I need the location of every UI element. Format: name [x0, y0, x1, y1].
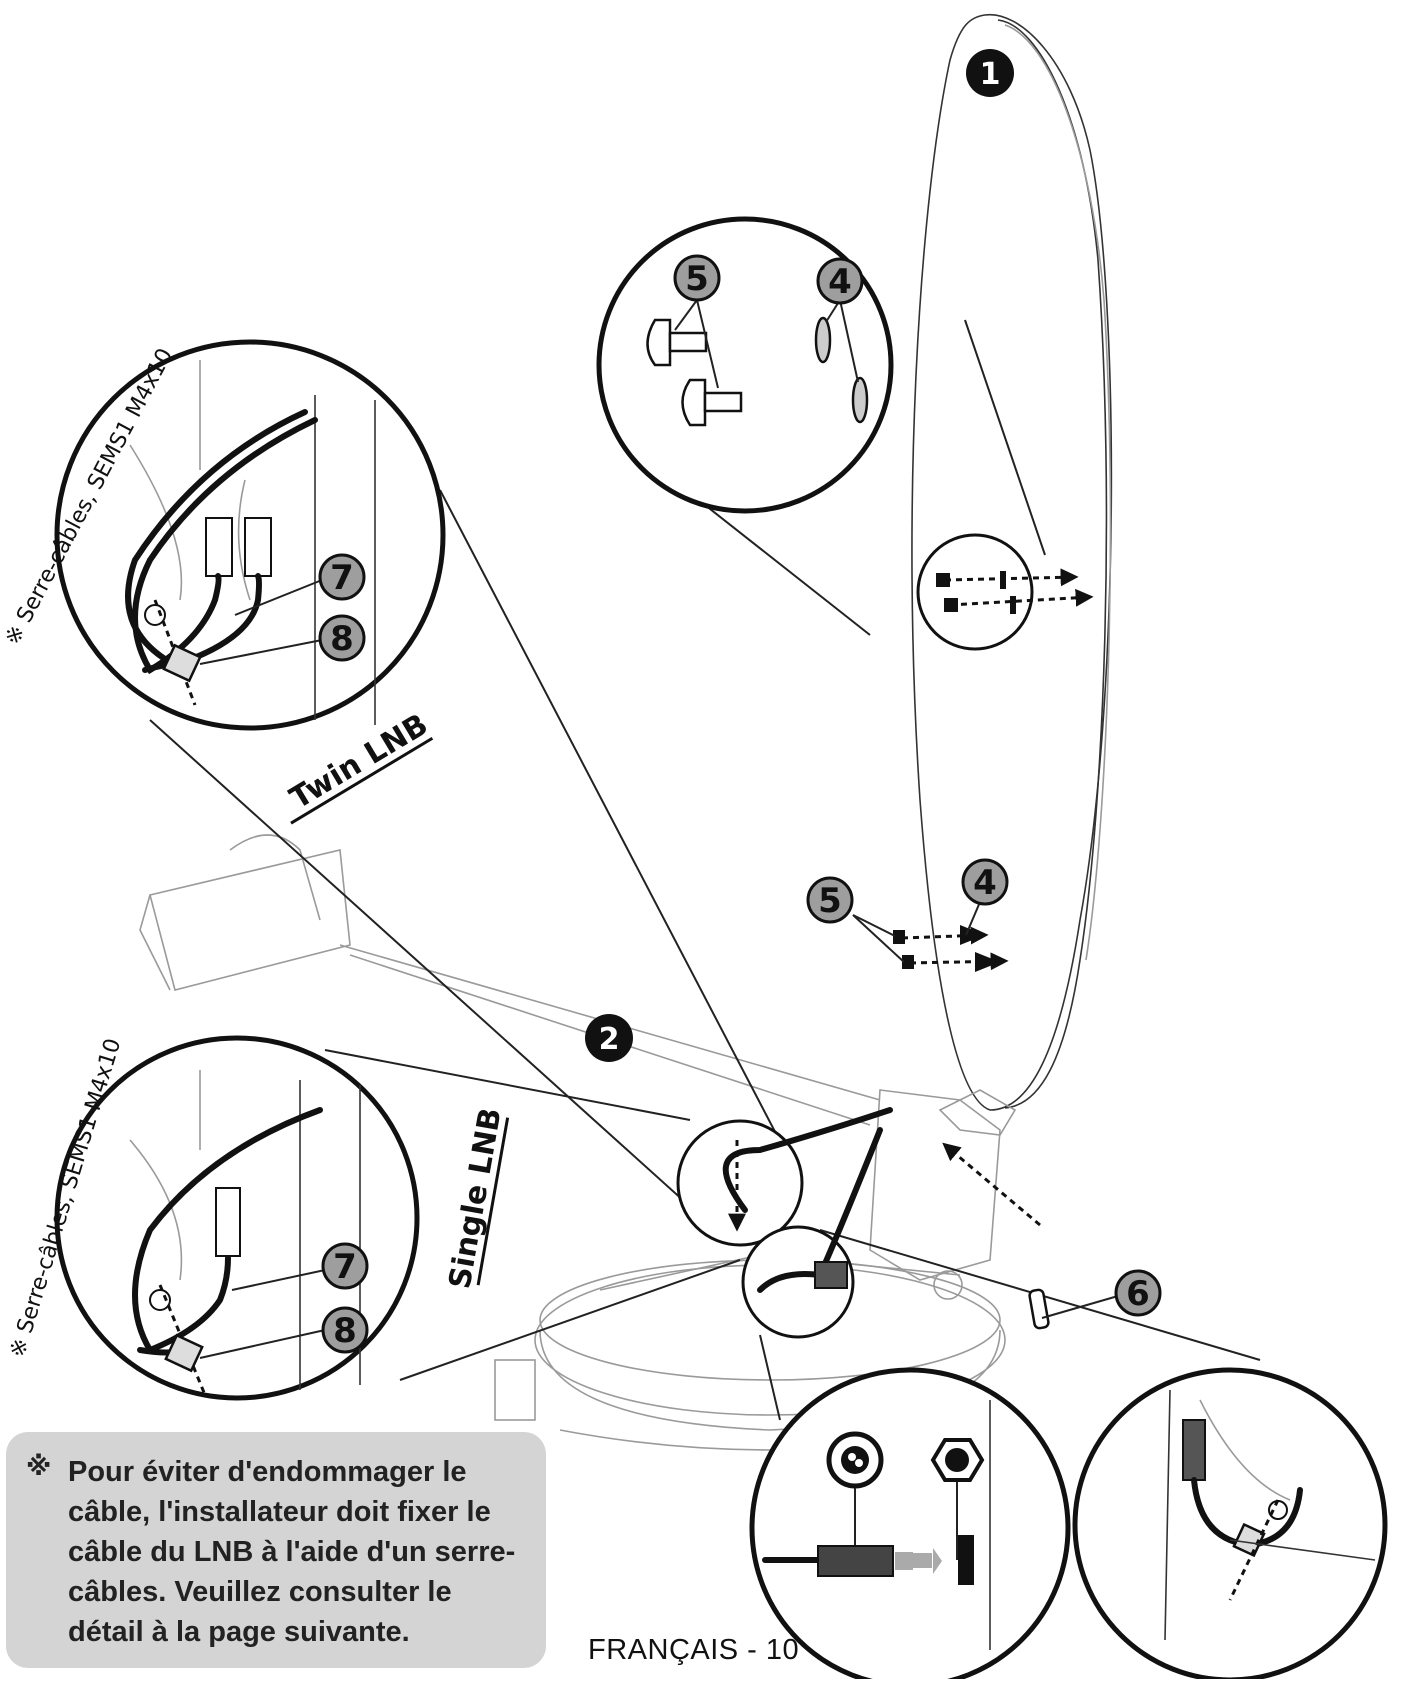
callout-4-top: 4: [816, 257, 864, 305]
twin-lnb-inset: 7 8 Twin LNB ※ Serre-câbles, SEMS1 M4x10: [0, 339, 446, 825]
svg-text:4: 4: [828, 262, 852, 302]
svg-text:1: 1: [980, 57, 1001, 92]
dish-mount-detail: [916, 533, 1094, 651]
callout-8-single: 8: [321, 1306, 369, 1354]
callout-6-bolt: 6: [1114, 1269, 1162, 1317]
center-detail: 6: [149, 489, 1261, 1421]
top-inset: 5 4: [596, 216, 1046, 636]
mid-screw-group: 5 4: [806, 858, 1009, 972]
installation-note-box: ※ Pour éviter d'endommager le câble, l'i…: [6, 1432, 546, 1668]
svg-text:5: 5: [818, 881, 842, 921]
svg-text:6: 6: [1126, 1274, 1150, 1314]
note-text: Pour éviter d'endommager le câble, l'ins…: [68, 1456, 516, 1648]
single-lnb-label-group: Single LNB: [443, 1105, 510, 1291]
callout-7-twin: 7: [318, 553, 366, 601]
callout-1-dish: 1: [966, 49, 1014, 97]
callout-4-mid: 4: [961, 858, 1009, 906]
svg-text:7: 7: [330, 558, 354, 598]
screw-icon: [646, 318, 743, 427]
callout-5-mid: 5: [806, 876, 854, 924]
connector-inset: [749, 1367, 1071, 1683]
single-lnb-label: Single LNB: [443, 1105, 509, 1291]
svg-text:4: 4: [973, 863, 997, 903]
callout-5-top: 5: [673, 254, 721, 302]
svg-text:7: 7: [333, 1247, 357, 1287]
twin-lnb-label: Twin LNB: [284, 707, 434, 816]
svg-text:5: 5: [685, 259, 709, 299]
clamp-inset: [1072, 1367, 1388, 1683]
note-mark: ※: [26, 1452, 52, 1482]
svg-text:8: 8: [330, 619, 354, 659]
callout-8-twin: 8: [318, 614, 366, 662]
callout-7-single: 7: [321, 1242, 369, 1290]
svg-text:8: 8: [333, 1311, 357, 1351]
callout-2-arm: 2: [585, 1014, 633, 1062]
single-lnb-inset: 7 8 Single LNB ※ Serre-câbles, SEMS1 M4x…: [5, 1035, 510, 1401]
page-footer: FRANÇAIS - 10: [588, 1634, 800, 1666]
svg-text:2: 2: [599, 1022, 620, 1057]
dish-drawing: [911, 13, 1113, 1136]
washer-icon: [814, 316, 869, 424]
